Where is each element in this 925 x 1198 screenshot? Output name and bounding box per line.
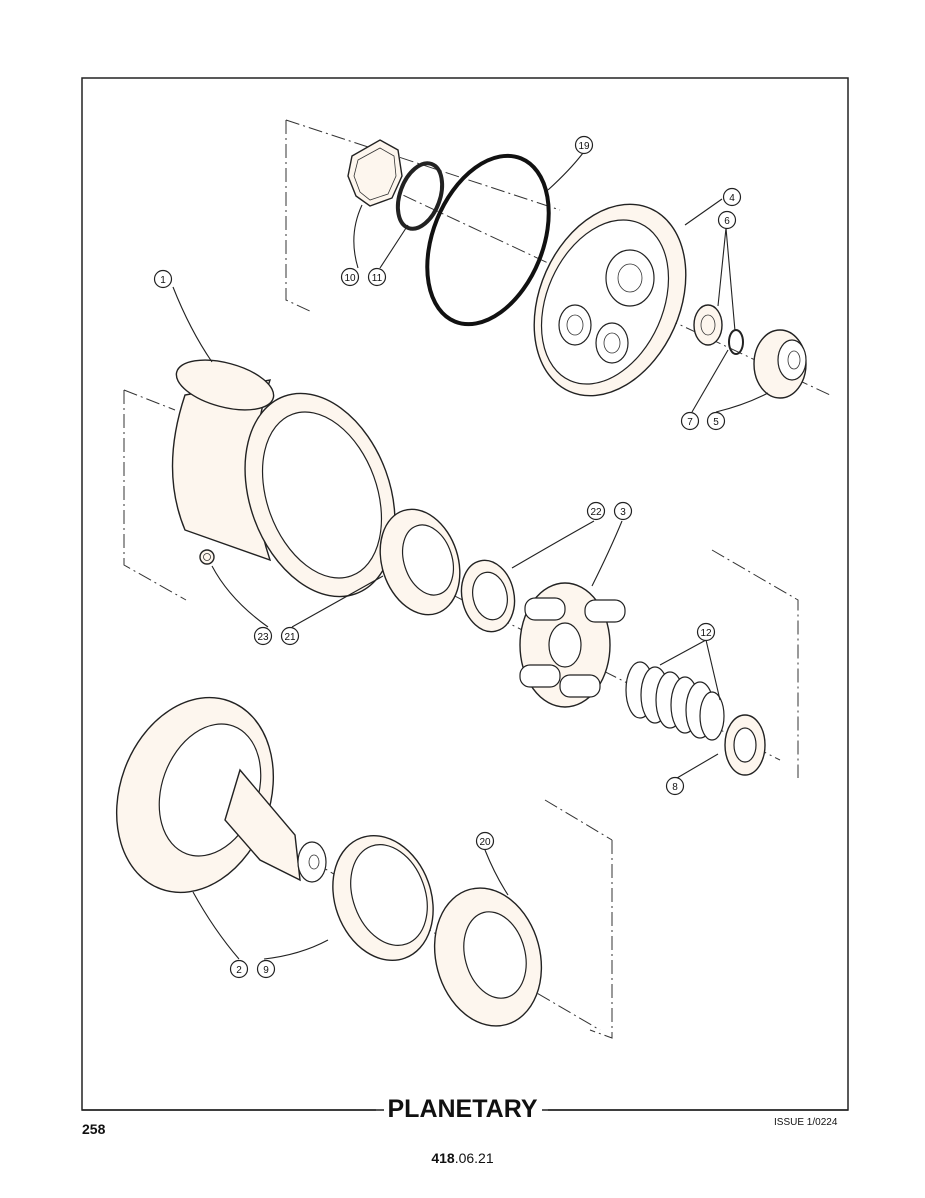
carrier-3 <box>519 582 626 708</box>
bottom-group <box>115 696 613 1039</box>
ring-gear-4 <box>533 203 687 397</box>
callout-10: 10 <box>340 267 360 287</box>
callout-5: 5 <box>706 411 726 431</box>
callout-10-label: 10 <box>344 273 356 284</box>
top-group <box>285 119 831 399</box>
callout-1-label: 1 <box>160 275 166 286</box>
bearing-21 <box>379 508 461 616</box>
hub-1 <box>171 359 396 598</box>
callout-20: 20 <box>475 831 495 851</box>
snap-ring-11 <box>395 161 445 231</box>
callout-3-label: 3 <box>620 507 626 518</box>
spindle-2 <box>115 696 327 894</box>
leader-lines <box>172 152 769 960</box>
callout-23-label: 23 <box>257 632 269 643</box>
callout-21-label: 21 <box>284 632 296 643</box>
sun-gear-5 <box>753 329 807 399</box>
callout-2: 2 <box>229 959 249 979</box>
callout-12-label: 12 <box>700 628 712 639</box>
callout-22-label: 22 <box>590 507 602 518</box>
document-number-rest: .06.21 <box>454 1150 494 1166</box>
callout-8-label: 8 <box>672 782 678 793</box>
document-number: 418.06.21 <box>0 1150 925 1166</box>
seal-9 <box>332 834 434 962</box>
lock-plate-10 <box>347 139 403 207</box>
callout-19-label: 19 <box>578 141 590 152</box>
callout-1: 1 <box>153 269 173 289</box>
callout-19: 19 <box>574 135 594 155</box>
callout-5-label: 5 <box>713 417 719 428</box>
thrust-washer-8 <box>724 714 766 776</box>
callout-22: 22 <box>586 501 606 521</box>
callout-3: 3 <box>613 501 633 521</box>
page-number: 258 <box>82 1121 106 1137</box>
washer-22 <box>460 559 516 633</box>
callout-7-label: 7 <box>687 417 693 428</box>
document-number-bold: 418 <box>431 1150 455 1166</box>
callout-4: 4 <box>722 187 742 207</box>
issue-label: ISSUE 1/0224 <box>774 1117 838 1128</box>
bearing-20 <box>433 887 543 1027</box>
callout-11: 11 <box>367 267 387 287</box>
callout-11-label: 11 <box>372 273 383 284</box>
callout-4-label: 4 <box>729 193 735 204</box>
callout-7: 7 <box>680 411 700 431</box>
page-title-text: PLANETARY <box>383 1095 542 1123</box>
callout-6-label: 6 <box>724 216 730 227</box>
discs-12 <box>625 661 725 741</box>
bearing-6 <box>693 304 723 346</box>
callout-20-label: 20 <box>479 837 491 848</box>
middle-group <box>123 359 799 778</box>
plug-23 <box>199 549 215 565</box>
callout-2-label: 2 <box>236 965 242 976</box>
o-ring-19 <box>425 153 551 327</box>
callout-21: 21 <box>280 626 300 646</box>
callout-12: 12 <box>696 622 716 642</box>
callout-9: 9 <box>256 959 276 979</box>
page-title: PLANETARY <box>0 1095 925 1124</box>
ring-7 <box>728 329 744 355</box>
callout-6: 6 <box>717 210 737 230</box>
callout-9-label: 9 <box>263 965 269 976</box>
callout-8: 8 <box>665 776 685 796</box>
callout-23: 23 <box>253 626 273 646</box>
